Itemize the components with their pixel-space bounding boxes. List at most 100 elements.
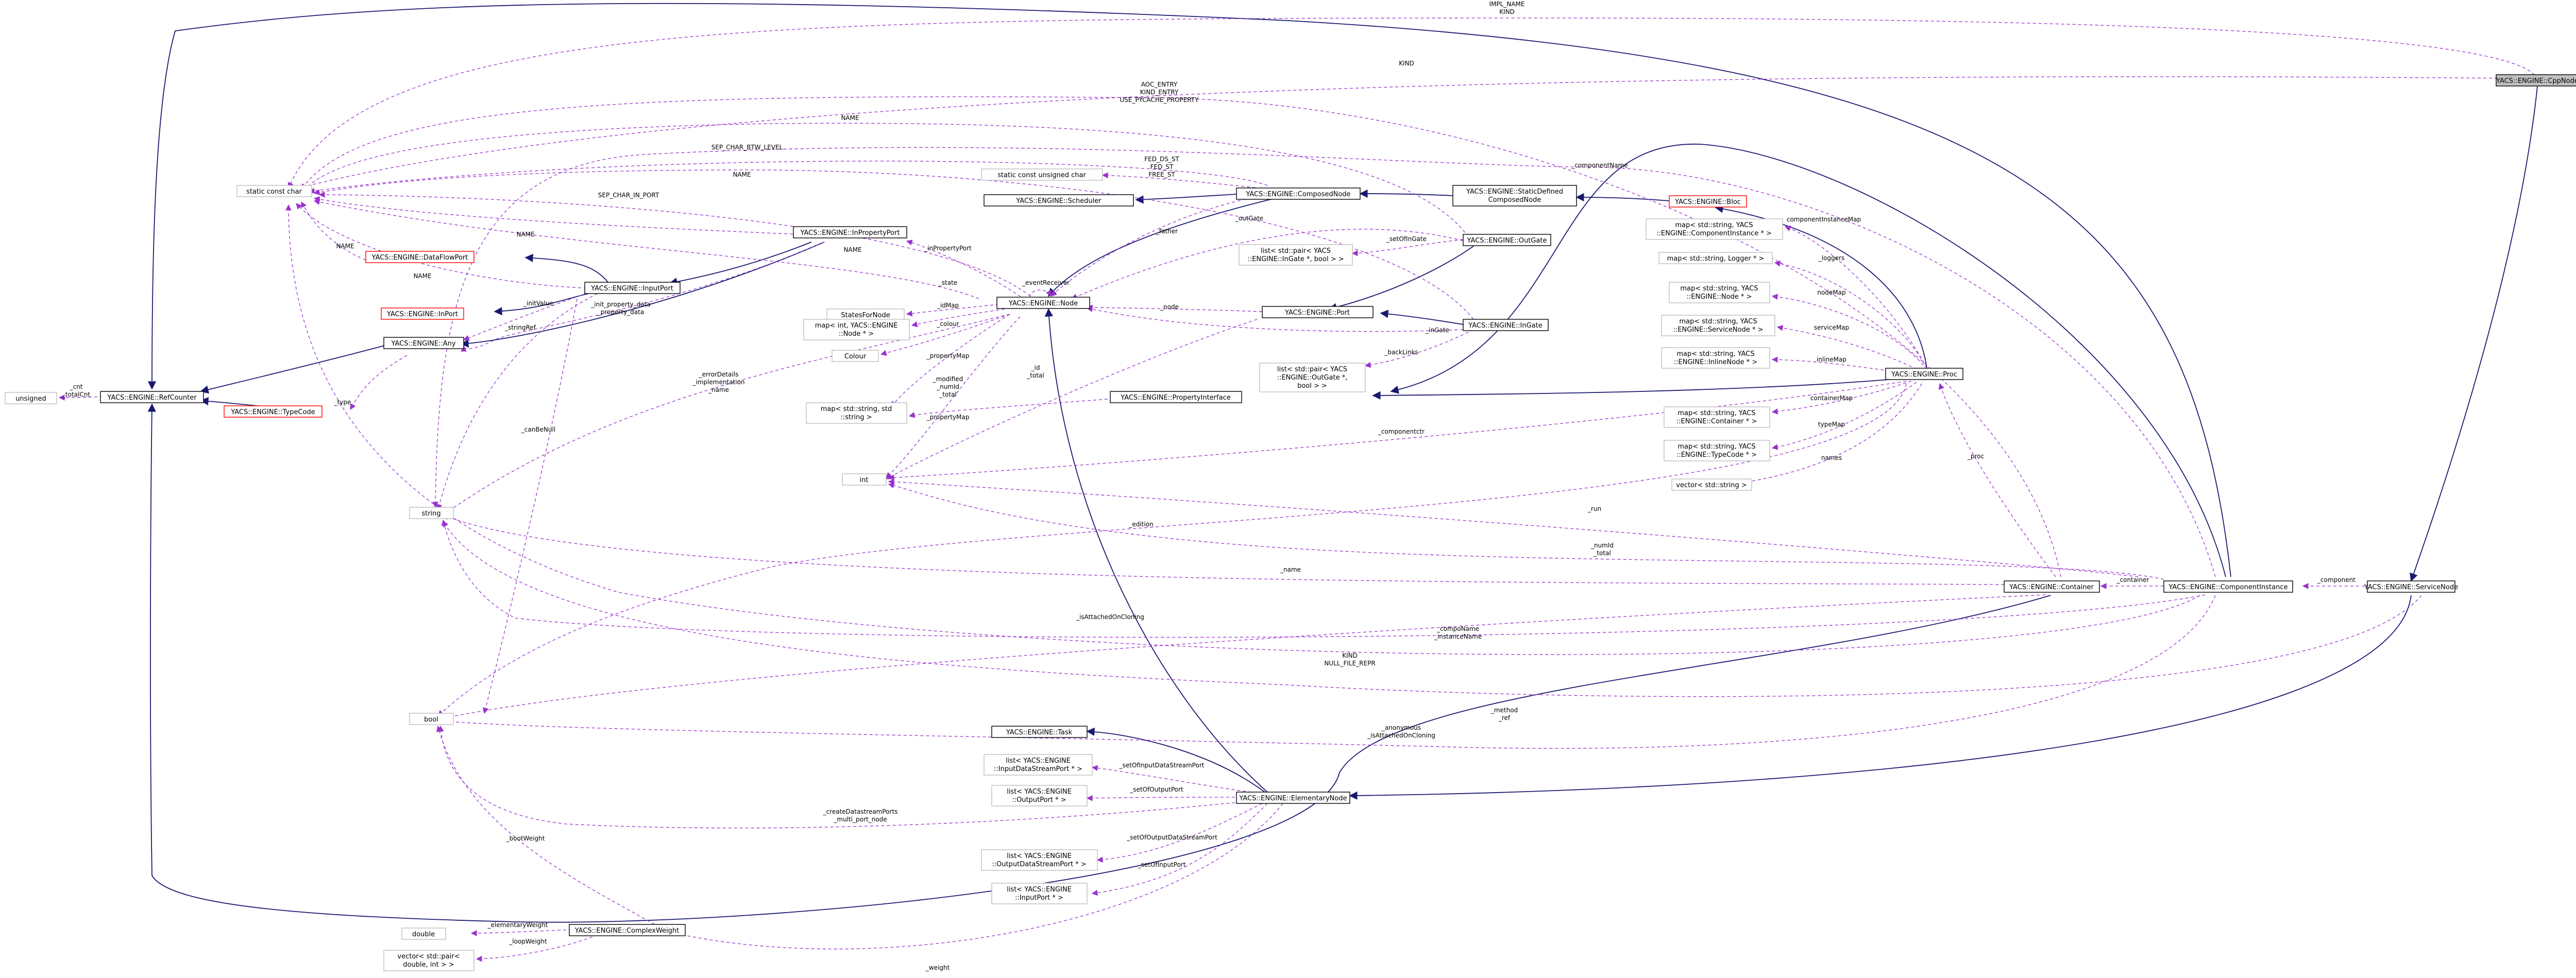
label-isattached: _isAttachedOnCloning xyxy=(1076,613,1144,621)
edge-container-refcounter xyxy=(147,403,2051,923)
edge-staticdefined-composednode xyxy=(1359,189,1453,198)
edge-anonymous xyxy=(442,595,2216,749)
node-map-compinst[interactable]: map< std::string, YACS::ENGINE::Componen… xyxy=(1646,218,1783,240)
node-map-inlinenode[interactable]: map< std::string, YACS::ENGINE::InlineNo… xyxy=(1661,347,1770,369)
node-bool[interactable]: bool xyxy=(409,713,454,725)
node-refcounter[interactable]: YACS::ENGINE::RefCounter xyxy=(100,391,204,403)
node-cppnode[interactable]: YACS::ENGINE::CppNode xyxy=(2496,74,2576,87)
node-port[interactable]: YACS::ENGINE::Port xyxy=(1262,306,1374,318)
node-static-ucchar[interactable]: static const unsigned char xyxy=(981,168,1103,181)
edge-modified xyxy=(886,316,1021,478)
edge-sep-in-port xyxy=(318,192,1031,297)
node-colour-label: Colour xyxy=(844,353,867,361)
node-outgate[interactable]: YACS::ENGINE::OutGate xyxy=(1463,234,1551,246)
node-inport-label: YACS::ENGINE::InPort xyxy=(386,311,458,318)
edge-componentinstance-propertyinterface xyxy=(1390,144,2226,577)
node-node[interactable]: YACS::ENGINE::Node xyxy=(996,297,1090,309)
edge-loggers xyxy=(1774,261,1927,369)
edge-state xyxy=(906,303,1005,317)
node-typecode[interactable]: YACS::ENGINE::TypeCode xyxy=(224,405,323,418)
node-unsigned[interactable]: unsigned xyxy=(5,392,57,404)
label-sep-btw-level: SEP_CHAR_BTW_LEVEL xyxy=(711,144,783,151)
node-map-int-node[interactable]: map< int, YACS::ENGINE::Node * > xyxy=(803,319,910,340)
edge-outgate-lbl xyxy=(1071,229,1469,300)
edge-ingate-lbl xyxy=(1086,306,1464,332)
node-refcounter-label: YACS::ENGINE::RefCounter xyxy=(107,394,197,402)
node-map-typecode-label: map< std::string, YACS::ENGINE::TypeCode… xyxy=(1676,443,1757,459)
nodes: YACS::ENGINE::CppNode YACS::ENGINE::Serv… xyxy=(5,74,2576,971)
node-list-inputdsp[interactable]: list< YACS::ENGINE::InputDataStreamPort … xyxy=(984,754,1093,776)
label-stringref: _stringRef xyxy=(504,324,536,331)
node-static-const-char[interactable]: static const char xyxy=(236,185,312,197)
node-list-inputport[interactable]: list< YACS::ENGINE::InputPort * > xyxy=(991,883,1088,904)
node-statesfornode[interactable]: StatesForNode xyxy=(826,308,905,321)
node-proc[interactable]: YACS::ENGINE::Proc xyxy=(1885,368,1963,380)
node-map-typecode[interactable]: map< std::string, YACS::ENGINE::TypeCode… xyxy=(1664,440,1770,461)
node-dataflowport[interactable]: YACS::ENGINE::DataFlowPort xyxy=(365,251,474,263)
label-name-top: NAME xyxy=(841,114,859,122)
edge-names xyxy=(1730,383,1922,487)
label-name-left4: NAME xyxy=(843,246,861,253)
node-list-outputdsp[interactable]: list< YACS::ENGINE::OutputDataStreamPort… xyxy=(981,849,1098,871)
edge-loopweight xyxy=(476,934,598,962)
label-name: _name xyxy=(1280,566,1301,573)
node-map-servicenode[interactable]: map< std::string, YACS::ENGINE::ServiceN… xyxy=(1661,315,1775,336)
node-any[interactable]: YACS::ENGINE::Any xyxy=(383,337,464,349)
label-edition: _edition xyxy=(1128,521,1153,528)
node-task[interactable]: YACS::ENGINE::Task xyxy=(991,726,1088,738)
label-colour: _colour xyxy=(936,320,959,328)
node-int[interactable]: int xyxy=(842,473,887,486)
node-colour[interactable]: Colour xyxy=(832,350,879,362)
node-list-outgate-pair[interactable]: list< std::pair< YACS::ENGINE::OutGate *… xyxy=(1259,363,1366,392)
node-propertyinterface-label: YACS::ENGINE::PropertyInterface xyxy=(1120,394,1230,402)
node-inputport[interactable]: YACS::ENGINE::InputPort xyxy=(584,282,681,294)
node-propertyinterface[interactable]: YACS::ENGINE::PropertyInterface xyxy=(1110,391,1242,403)
node-map-string-string-label: map< std::string, std::string > xyxy=(821,405,892,421)
label-modified: _modified_numId_total xyxy=(933,375,963,398)
node-vector-string[interactable]: vector< std::string > xyxy=(1671,478,1752,491)
node-list-ingate-pair[interactable]: list< std::pair< YACS::ENGINE::InGate *,… xyxy=(1239,244,1353,266)
node-inpropertyport[interactable]: YACS::ENGINE::InPropertyPort xyxy=(793,226,907,238)
node-list-outputport[interactable]: list< YACS::ENGINE::OutputPort * > xyxy=(991,785,1088,807)
edge-componentctr xyxy=(888,381,1907,481)
label-servicemap: serviceMap xyxy=(1814,324,1849,331)
node-map-string-string[interactable]: map< std::string, std::string > xyxy=(806,402,907,424)
node-servicenode[interactable]: YACS::ENGINE::ServiceNode xyxy=(2364,580,2458,593)
node-map-node[interactable]: map< std::string, YACS::ENGINE::Node * > xyxy=(1669,282,1770,303)
edge-id-total xyxy=(885,319,1258,479)
label-names: names xyxy=(1821,454,1842,461)
node-list-outputdsp-label: list< YACS::ENGINE::OutputDataStreamPort… xyxy=(992,852,1086,868)
node-unsigned-label: unsigned xyxy=(15,395,46,403)
node-inport[interactable]: YACS::ENGINE::InPort xyxy=(381,307,464,320)
node-double[interactable]: double xyxy=(401,928,446,940)
edge-method-ref xyxy=(443,520,2422,697)
edge-nodemap xyxy=(1771,294,1927,370)
node-componentinstance[interactable]: YACS::ENGINE::ComponentInstance xyxy=(2163,580,2293,593)
node-map-logger[interactable]: map< std::string, Logger * > xyxy=(1658,252,1773,264)
label-proc: _proc xyxy=(1967,453,1984,460)
node-string[interactable]: string xyxy=(409,507,454,519)
label-name-left3: NAME xyxy=(413,272,431,280)
node-elementarynode[interactable]: YACS::ENGINE::ElementaryNode xyxy=(1236,792,1350,804)
edge-name-top xyxy=(303,123,1469,237)
node-vector-pair[interactable]: vector< std::pair<double, int > > xyxy=(383,950,474,971)
edge-backlinks xyxy=(1364,329,1474,368)
node-complexweight[interactable]: YACS::ENGINE::ComplexWeight xyxy=(569,924,686,936)
node-port-label: YACS::ENGINE::Port xyxy=(1284,309,1350,317)
node-outgate-label: YACS::ENGINE::OutGate xyxy=(1467,237,1547,245)
node-composednode[interactable]: YACS::ENGINE::ComposedNode xyxy=(1236,187,1361,200)
edge-compinstmap xyxy=(1784,225,1927,369)
node-container[interactable]: YACS::ENGINE::Container xyxy=(2004,580,2100,593)
node-int-label: int xyxy=(860,476,869,484)
node-ingate-label: YACS::ENGINE::InGate xyxy=(1468,322,1542,330)
node-ingate[interactable]: YACS::ENGINE::InGate xyxy=(1463,319,1549,331)
edge-proc-lbl xyxy=(1938,383,2056,577)
edge-proc-propertyinterface xyxy=(1372,378,1902,400)
node-map-container[interactable]: map< std::string, YACS::ENGINE::Containe… xyxy=(1664,406,1770,428)
edge-edition xyxy=(437,383,1907,716)
node-bloc[interactable]: YACS::ENGINE::Bloc xyxy=(1669,195,1747,208)
node-scheduler[interactable]: YACS::ENGINE::Scheduler xyxy=(984,194,1134,207)
